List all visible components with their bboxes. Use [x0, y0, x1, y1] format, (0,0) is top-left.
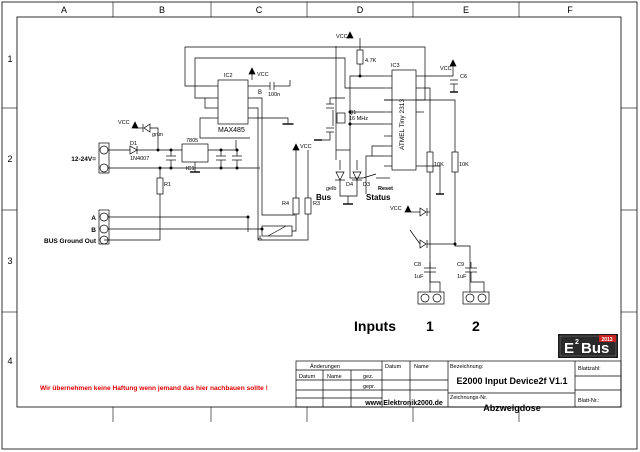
terminal-bus-a	[99, 212, 109, 222]
c3-value: 100n	[268, 92, 280, 98]
terminal-supply-2	[99, 163, 109, 173]
name-col-label: Name	[327, 374, 342, 380]
title-block	[295, 360, 622, 408]
name2-label: Name	[414, 364, 429, 370]
logo-e: E	[564, 340, 574, 357]
input-2-label: 2	[472, 318, 480, 334]
bus-ground-label: BUS Ground Out	[44, 238, 97, 245]
r-10k-a-value: 10K	[434, 162, 444, 168]
row-label-4: 4	[7, 356, 12, 366]
supply-label: 12-24V=	[71, 156, 96, 163]
e2bus-logo: E 2 Bus 2013	[558, 334, 618, 358]
d3-label: D3	[363, 182, 370, 188]
ic2-part-label: MAX485	[218, 127, 245, 134]
inner-frame	[16, 16, 622, 408]
aenderungen-label: Änderungen	[310, 363, 340, 370]
ic3-body	[391, 69, 417, 171]
col-label-e: E	[463, 5, 469, 15]
terminal-input-2a	[465, 293, 475, 303]
ic1-body	[181, 143, 209, 163]
c9-value: 1uF	[457, 274, 467, 280]
ic3-label: IC3	[391, 63, 400, 69]
logo-tag: 2013	[601, 337, 612, 343]
vcc-1: VCC	[336, 34, 348, 40]
datum2-label: Datum	[385, 364, 402, 370]
terminal-supply-1	[99, 145, 109, 155]
gelb-label: gelb	[326, 186, 336, 192]
terminal-input-2b	[477, 293, 487, 303]
terminal-input-1a	[420, 293, 430, 303]
col-label-f: F	[567, 5, 573, 15]
r-47k-value: 4.7K	[365, 58, 377, 64]
datum-col-label: Datum	[299, 374, 316, 380]
col-label-a: A	[61, 5, 67, 15]
row-label-3: 3	[7, 256, 12, 266]
col-label-c: C	[256, 5, 263, 15]
input-1-label: 1	[426, 318, 434, 334]
q1-label: Q1	[349, 110, 356, 116]
terminal-bus-b	[99, 224, 109, 234]
d1-label: D1	[130, 141, 137, 147]
row-label-2: 2	[7, 154, 12, 164]
r3-label: R3	[313, 201, 320, 207]
blattzahl-label: Blattzahl:	[578, 366, 601, 372]
terminal-input-1b	[432, 293, 442, 303]
disclaimer-text: Wir übernehmen keine Haftung wenn jemand…	[40, 385, 268, 392]
terminal-bus-gnd	[99, 235, 109, 245]
c6-label: C6	[460, 74, 467, 80]
blatt-nr-label: Blatt-Nr.:	[578, 398, 600, 404]
vcc-5: VCC	[390, 206, 402, 212]
ic1-label: IC1	[186, 166, 195, 172]
pin-b-label: B	[258, 90, 262, 96]
gruen-label: grün	[152, 132, 163, 138]
logo-sup: 2	[575, 339, 579, 346]
vcc-3: VCC	[257, 72, 269, 78]
r4-label: R4	[282, 201, 289, 207]
inputs-heading: Inputs	[354, 318, 396, 334]
bezeichnung-label: Bezeichnung:	[450, 364, 484, 370]
c8-label: C8	[414, 262, 421, 268]
bus-b-label: B	[91, 227, 96, 234]
reset-label: Reset	[378, 186, 393, 192]
pin-a-label: A	[258, 236, 262, 242]
ic3-part-label: ATMEL Tiny 2313	[399, 99, 406, 150]
col-label-d: D	[357, 5, 364, 15]
d1-part: 1N4007	[130, 156, 149, 162]
bus-a-label: A	[91, 215, 96, 222]
r1-label: R1	[164, 182, 171, 188]
r-10k-b-value: 10K	[459, 162, 469, 168]
ic2-label: IC2	[224, 73, 233, 79]
bus-led-label: Bus	[316, 193, 332, 202]
row-label-1: 1	[7, 54, 12, 64]
ic1-part: 7805	[186, 138, 198, 144]
website-label: www.Elektronik2000.de	[364, 400, 443, 407]
zeichnungs-nr-label: Zeichnungs-Nr.	[450, 395, 488, 401]
c9-label: C9	[457, 262, 464, 268]
status-led-label: Status	[366, 193, 391, 202]
col-label-b: B	[159, 5, 165, 15]
vcc-2: VCC	[440, 66, 452, 72]
q1-value: 16 MHz	[349, 116, 368, 122]
gepr-label: gepr.	[363, 384, 376, 390]
c8-value: 1uF	[414, 274, 424, 280]
logo-bus: Bus	[581, 340, 609, 357]
vcc-6: VCC	[118, 120, 130, 126]
gez-label: gez.	[363, 374, 374, 380]
drawing-title: E2000 Input Device2f V1.1	[456, 376, 567, 386]
ic2-body	[217, 79, 249, 125]
drawing-name: Abzweigdose	[483, 403, 541, 413]
vcc-4: VCC	[300, 144, 312, 150]
d4-label: D4	[346, 182, 353, 188]
